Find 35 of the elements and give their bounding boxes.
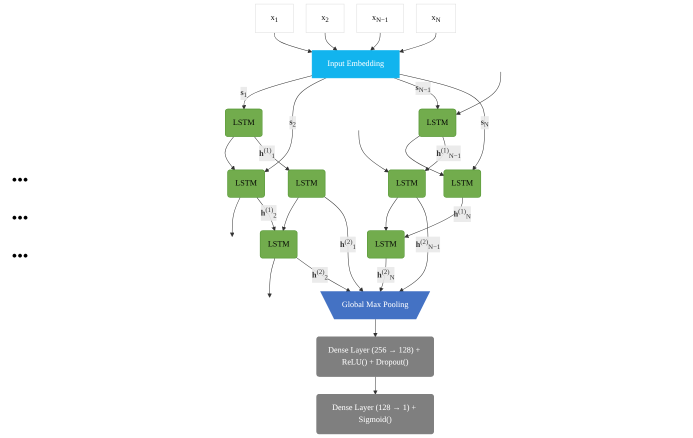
arrow — [394, 78, 440, 110]
node-box: x$_{2}$ — [306, 4, 344, 33]
node-box: Input Embedding — [312, 50, 400, 78]
ellipsis-dots: ••• — [12, 248, 28, 266]
arrow — [456, 72, 502, 115]
arrow — [296, 257, 351, 292]
arrow — [254, 136, 290, 171]
arrow — [274, 32, 312, 54]
arrow — [256, 197, 276, 232]
arrow — [324, 32, 338, 51]
arrow — [379, 258, 386, 292]
arrow — [224, 136, 236, 170]
arrow — [264, 78, 326, 172]
edge-label: s$_{N}$ — [480, 118, 489, 128]
arrow — [384, 197, 398, 232]
ellipsis-dots: ••• — [12, 172, 28, 190]
arrow — [405, 136, 444, 176]
node-box: x$_{N}$ — [416, 4, 456, 33]
edge-label: s$_{2}$ — [289, 118, 296, 128]
node-box: x$_{N−1}$ — [356, 4, 404, 33]
arrow — [373, 318, 378, 338]
arrow — [282, 197, 299, 232]
arrow — [370, 32, 380, 51]
ellipsis-dots: ••• — [12, 210, 28, 228]
arrow — [404, 197, 463, 238]
arrow — [399, 32, 436, 53]
arrow — [358, 130, 389, 172]
arrow — [324, 196, 364, 292]
node-box: x$_{1}$ — [255, 4, 294, 33]
edge-label: s$_{N−1}$ — [416, 83, 431, 94]
edge-label: s$_{1}$ — [240, 88, 248, 99]
arrow — [242, 75, 312, 110]
arrow — [267, 258, 276, 298]
arrow — [230, 197, 240, 237]
arrow — [373, 376, 378, 395]
